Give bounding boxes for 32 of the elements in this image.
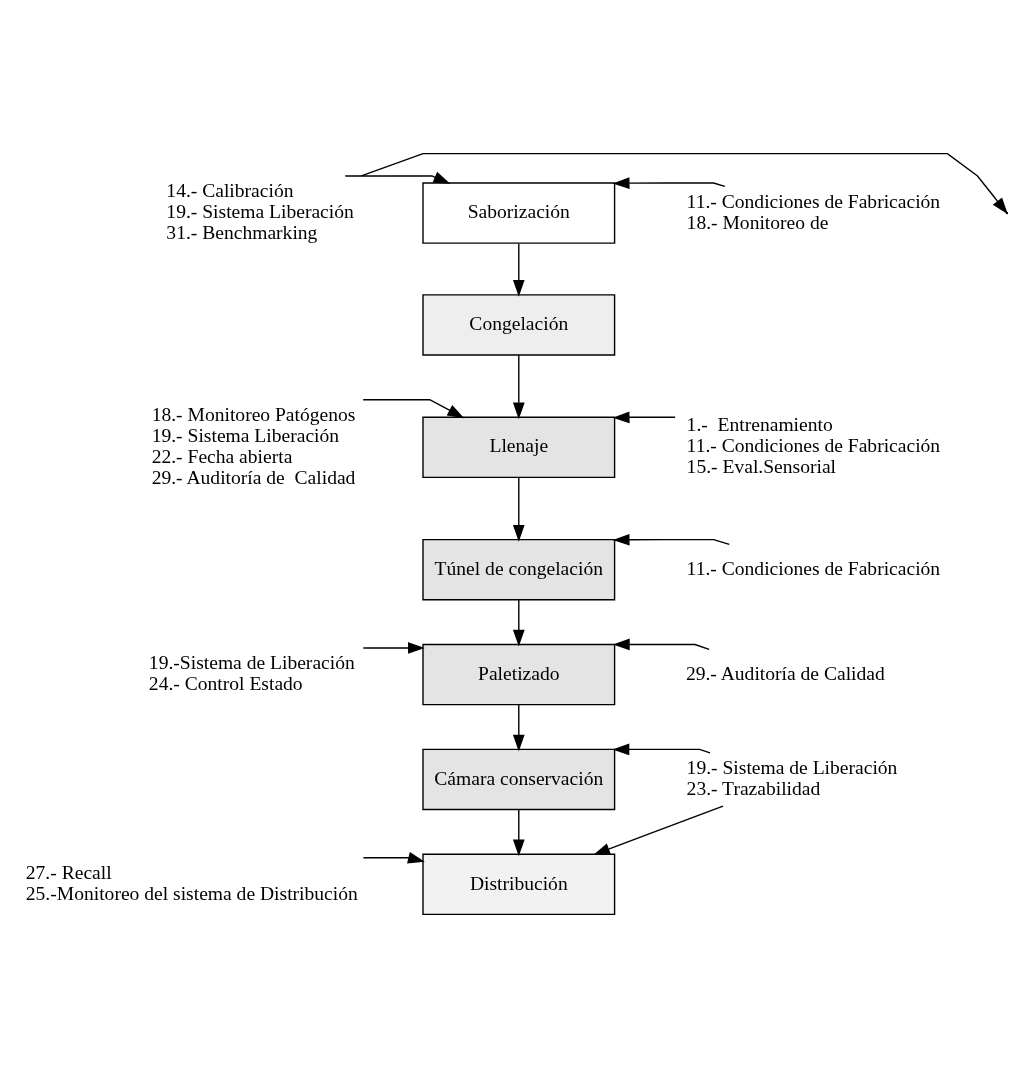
node-box: Túnel de congelación [421, 538, 615, 601]
arrow [362, 851, 425, 864]
node-box: Distribución [421, 853, 615, 916]
node-text: 27.- Recall 25.-Monitoreo del sistema de Distribución [25, 862, 358, 904]
node-text: 14.- Calibración 19.- Sistema Liberación 31.- Benchmarking [165, 180, 354, 244]
arrow [512, 476, 525, 542]
arrow [612, 638, 710, 651]
arrow [344, 171, 450, 184]
arrow [612, 533, 730, 546]
node-text: 11.- Condiciones de Fabricación 18.- Monitoreo de [686, 190, 940, 233]
node-text: 1.- Entrenamiento 11.- Condiciones de Fabricación 15.- Eval.Sensorial [686, 414, 940, 478]
arrow [612, 411, 676, 424]
arrow [612, 743, 711, 756]
arrow [512, 599, 525, 647]
node-box: Saborización [421, 182, 615, 244]
node-box: Paletizado [421, 643, 615, 706]
node-text: 29.- Auditoría de Calidad [685, 662, 885, 684]
node-box: Llenaje [421, 416, 615, 479]
node-box: Congelación [421, 294, 615, 356]
arrow [512, 242, 525, 297]
arrow [512, 354, 525, 420]
arrow [512, 809, 525, 857]
arrow [512, 704, 525, 752]
node-text: 18.- Monitoreo Patógenos 19.- Sistema Liberación 22.- Fecha abierta 29.- Auditoría de Calidad [151, 404, 355, 488]
node-text: 19.-Sistema de Liberación 24.- Control Estado [148, 652, 355, 695]
arrow [592, 805, 724, 855]
node-text: 11.- Condiciones de Fabricación [686, 557, 940, 579]
node-text: 19.- Sistema de Liberación 23.- Trazabilidad [686, 757, 897, 800]
arrow [361, 399, 464, 419]
node-box: Cámara conservación [421, 748, 615, 811]
arrow [612, 177, 726, 190]
arrow [362, 642, 425, 654]
